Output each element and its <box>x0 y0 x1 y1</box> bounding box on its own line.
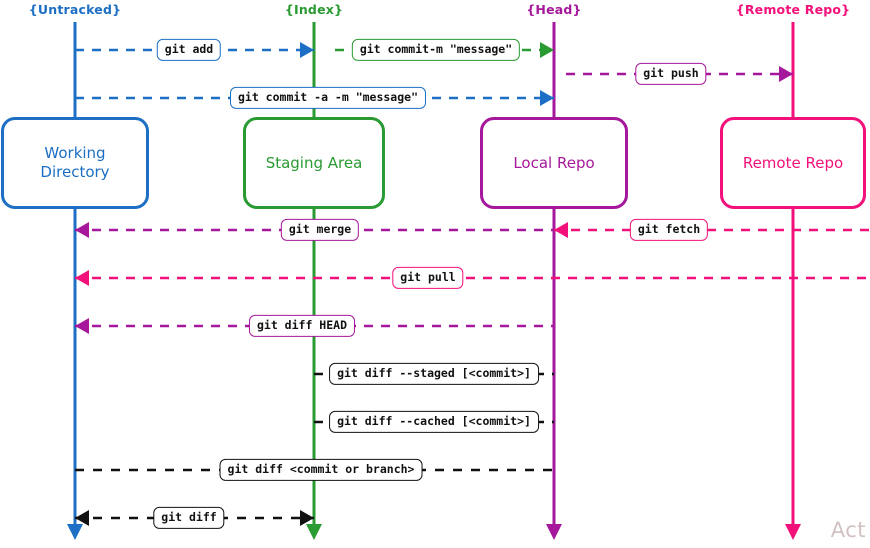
command-label-git-add[interactable]: git add <box>156 38 222 62</box>
command-label-git-fetch[interactable]: git fetch <box>629 218 709 242</box>
command-label-git-diff-commit[interactable]: git diff <commit or branch> <box>219 458 423 482</box>
lifeline-index-endpoint <box>306 524 322 540</box>
arrowhead-git-merge <box>75 222 89 238</box>
node-box-head[interactable]: Local Repo <box>480 117 628 209</box>
arrowhead-git-diff-right <box>300 510 314 526</box>
lifeline-head-endpoint <box>546 524 562 540</box>
command-label-git-commit-m[interactable]: git commit-m "message" <box>351 38 521 62</box>
command-label-git-diff[interactable]: git diff <box>153 506 225 530</box>
lane-title-untracked: {Untracked} <box>28 2 122 17</box>
watermark-text: Act <box>830 518 866 542</box>
command-label-git-diff-head[interactable]: git diff HEAD <box>248 314 356 338</box>
command-label-git-push[interactable]: git push <box>635 62 707 86</box>
arrowhead-git-pull <box>75 270 89 286</box>
lane-title-remote: {Remote Repo} <box>735 2 851 17</box>
arrowhead-git-diff-left <box>75 510 89 526</box>
command-label-git-diff-staged[interactable]: git diff --staged [<commit>] <box>329 362 539 386</box>
arrowhead-git-diff-head <box>75 318 89 334</box>
arrowhead-git-commit-m <box>540 42 554 58</box>
command-label-git-merge[interactable]: git merge <box>280 218 360 242</box>
arrowhead-git-fetch <box>554 222 568 238</box>
command-label-git-diff-cached[interactable]: git diff --cached [<commit>] <box>329 410 539 434</box>
arrowhead-git-add <box>300 42 314 58</box>
lane-title-head: {Head} <box>526 2 582 17</box>
lane-title-index: {Index} <box>284 2 344 17</box>
arrowhead-git-commit-a-m <box>540 90 554 106</box>
lifeline-remote-endpoint <box>785 524 801 540</box>
node-box-index[interactable]: Staging Area <box>243 117 385 209</box>
arrowhead-git-push <box>779 66 793 82</box>
node-box-untracked[interactable]: Working Directory <box>1 117 149 209</box>
node-box-remote[interactable]: Remote Repo <box>720 117 866 209</box>
command-label-git-pull[interactable]: git pull <box>392 266 464 290</box>
command-label-git-commit-a-m[interactable]: git commit -a -m "message" <box>229 86 427 110</box>
lifeline-untracked-endpoint <box>67 524 83 540</box>
